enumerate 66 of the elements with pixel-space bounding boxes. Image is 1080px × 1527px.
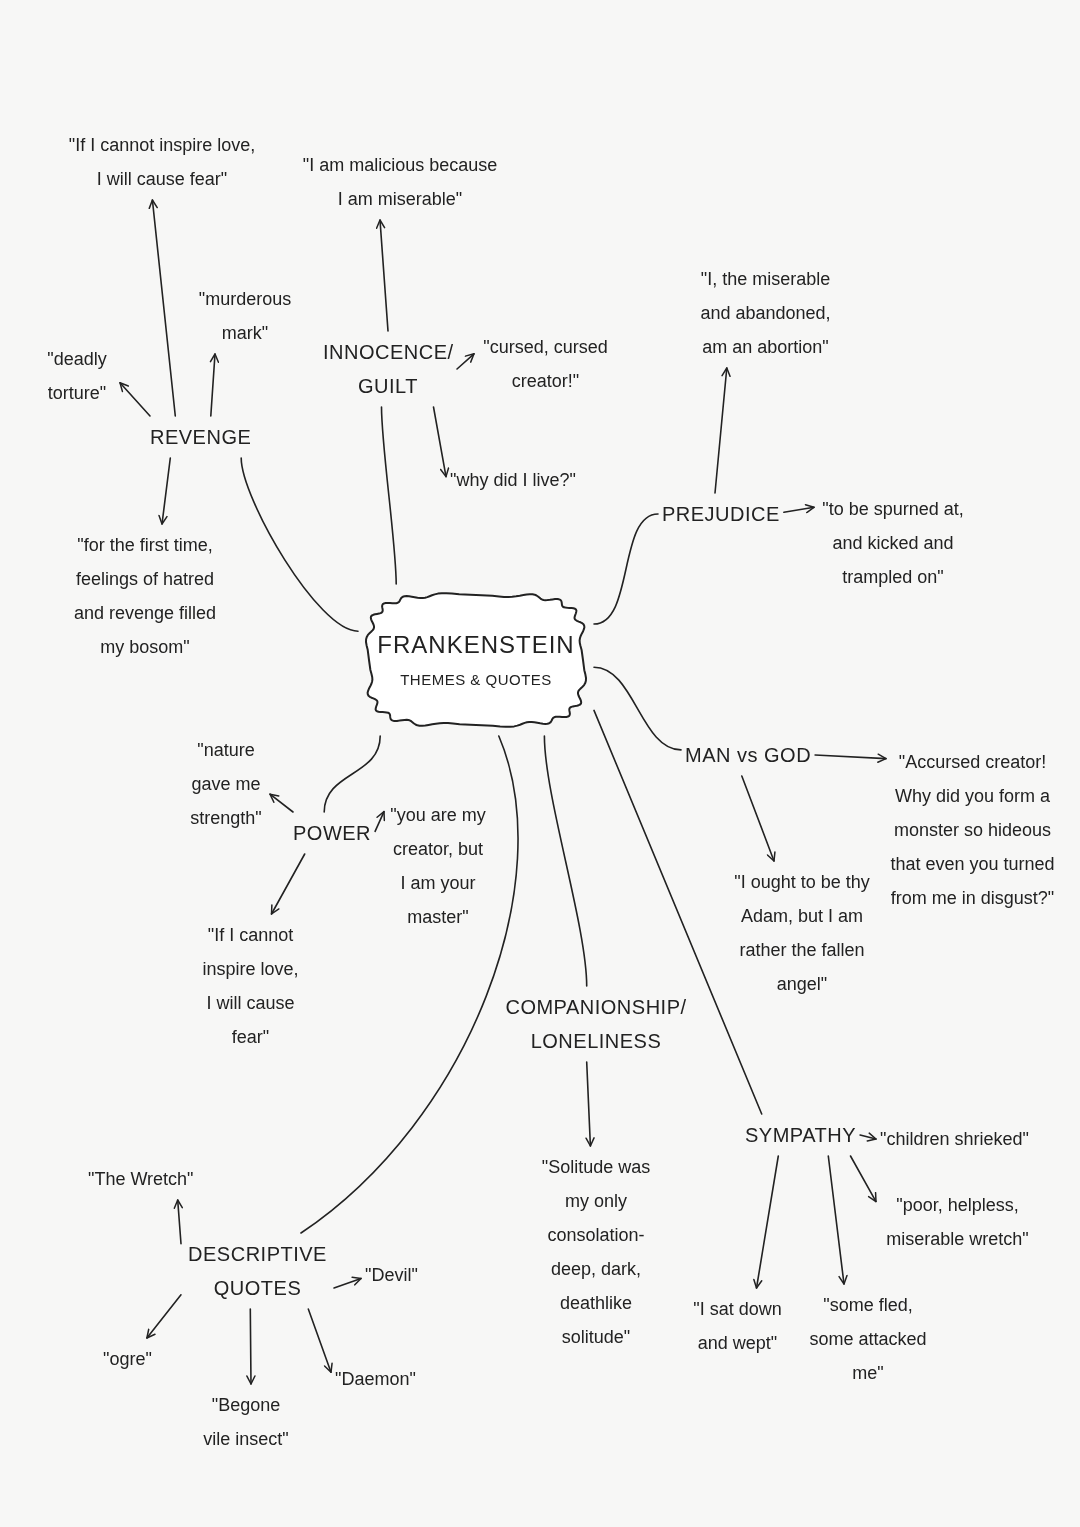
connector-line	[300, 735, 519, 1234]
quote-text: "deadly torture"	[38, 342, 116, 410]
quote-text: "for the first time, feelings of hatred and revenge filled my bosom"	[60, 528, 230, 664]
connector-line	[593, 666, 682, 751]
connector-line	[593, 513, 659, 625]
theme-label: SYMPATHY	[745, 1118, 857, 1152]
quote-text: "to be spurned at, and kicked and trampled on"	[818, 492, 968, 594]
arrow	[375, 219, 389, 332]
quote-text: "poor, helpless, miserable wretch"	[880, 1188, 1035, 1256]
arrow	[585, 1061, 595, 1147]
arrow	[173, 1199, 184, 1245]
quote-text: "I sat down and wept"	[690, 1292, 785, 1360]
arrow	[741, 775, 776, 862]
arrow	[432, 406, 450, 478]
quote-text: "children shrieked"	[880, 1122, 1029, 1156]
arrow	[849, 1155, 877, 1203]
quote-text: "cursed, cursed creator!"	[478, 330, 613, 398]
arrow	[307, 1308, 333, 1373]
quote-text: "ogre"	[103, 1342, 152, 1376]
connector-line	[543, 735, 588, 987]
quote-text: "The Wretch"	[88, 1162, 194, 1196]
subtitle-text: THEMES & QUOTES	[400, 670, 552, 690]
arrow	[146, 1294, 182, 1339]
connector-line	[380, 406, 397, 585]
quote-text: "why did I live?"	[450, 463, 576, 497]
arrow	[714, 367, 731, 494]
quote-text: "I am malicious because I am miserable"	[300, 148, 500, 216]
quote-text: "you are my creator, but I am your master"	[388, 798, 488, 934]
quote-text: "murderous mark"	[195, 282, 295, 350]
arrow	[859, 1132, 877, 1142]
quote-text: "Solitude was my only consolation- deep, dark, deathlike solitude"	[540, 1150, 652, 1354]
arrow	[246, 1308, 256, 1385]
connector-line	[593, 709, 763, 1115]
quote-text: "some fled, some attacked me"	[808, 1288, 928, 1390]
arrow	[119, 382, 151, 417]
arrow	[374, 810, 386, 833]
quote-text: "If I cannot inspire love, I will cause fear"	[66, 128, 258, 196]
quote-text: "Daemon"	[335, 1362, 416, 1396]
arrow	[814, 753, 887, 763]
quote-text: "Devil"	[365, 1258, 418, 1292]
arrow	[209, 353, 220, 417]
arrow	[270, 853, 306, 915]
arrow	[269, 793, 294, 813]
arrow	[333, 1276, 362, 1289]
arrow	[158, 457, 172, 525]
arrow	[783, 503, 815, 514]
theme-label: DESCRIPTIVE QUOTES	[185, 1237, 330, 1305]
arrow	[827, 1155, 848, 1285]
theme-label: PREJUDICE	[662, 497, 780, 531]
arrow	[456, 353, 475, 370]
title-text: FRANKENSTEIN	[377, 630, 575, 660]
quote-text: "Accursed creator! Why did you form a monster so hideous that even you turned from me in disgust?"	[890, 745, 1055, 915]
theme-label: INNOCENCE/ GUILT	[323, 335, 453, 403]
theme-label: MAN vs GOD	[685, 738, 812, 772]
quote-text: "Begone vile insect"	[196, 1388, 296, 1456]
theme-label: COMPANIONSHIP/ LONELINESS	[503, 990, 689, 1058]
connector-line	[323, 735, 381, 813]
quote-text: "nature gave me strength"	[186, 733, 266, 835]
theme-label: REVENGE	[150, 420, 252, 454]
arrow	[148, 199, 177, 417]
theme-label: POWER	[293, 816, 372, 850]
quote-text: "If I cannot inspire love, I will cause fear"	[198, 918, 303, 1054]
quote-text: "I ought to be thy Adam, but I am rather the fallen angel"	[732, 865, 872, 1001]
quote-text: "I, the miserable and abandoned, am an abortion"	[688, 262, 843, 364]
connector-line	[240, 457, 359, 632]
arrow	[753, 1155, 780, 1289]
